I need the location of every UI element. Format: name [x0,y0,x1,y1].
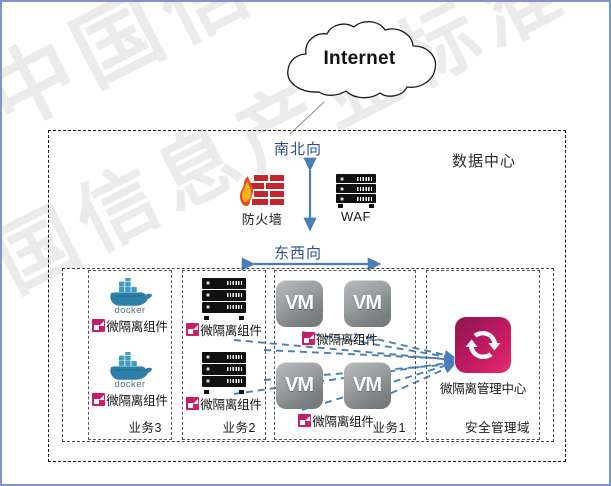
waf-label: WAF [341,209,371,224]
vm-component-label-2: 微隔离组件 [288,411,384,430]
component-label-row: 微隔离组件 [288,411,384,430]
micro-isolation-badge-icon [92,393,106,406]
component-label-row: 微隔离组件 [292,329,388,348]
internet-cloud: Internet [272,20,447,105]
component-label: 微隔离组件 [106,320,168,334]
group-business-3-label: 业务3 [128,421,162,435]
micro-isolation-badge-icon [92,319,106,332]
management-center-node: 微隔离管理中心 [426,317,540,397]
flame-icon [240,176,253,206]
component-label: 微隔离组件 [312,415,374,429]
server-rack-icon [202,352,246,394]
vm-component-label-1: 微隔离组件 [292,329,388,348]
vm-tile-icon: VM [275,280,323,327]
vm-tile-icon: VM [275,362,323,409]
firewall-brick-flame-icon [239,174,285,208]
waf-node: WAF [327,174,385,224]
vm-label: VM [285,292,314,314]
server-node-2: 微隔离组件 [184,352,264,413]
datacenter-title: 数据中心 [452,153,517,170]
micro-isolation-badge-icon [302,332,316,345]
vm-node-4: VM [342,362,392,409]
vm-label: VM [285,374,314,396]
component-label: 微隔离组件 [316,333,378,347]
vm-label: VM [353,374,382,396]
east-west-label: 东西向 [274,245,323,262]
server-rack-icon [202,278,246,320]
firewall-node: 防火墙 [230,174,294,228]
server-node-1: 微隔离组件 [184,278,264,339]
vm-node-1: VM [274,280,324,327]
group-business-1-label: 业务1 [372,421,406,435]
vm-node-2: VM [342,280,392,327]
vm-tile-icon: VM [343,280,391,327]
firewall-label: 防火墙 [241,212,283,227]
micro-isolation-badge-icon [186,397,200,410]
component-label-row: 微隔离组件 [90,390,170,409]
component-label-row: 微隔离组件 [184,394,264,413]
micro-isolation-badge-icon [186,323,200,336]
component-label-row: 微隔离组件 [90,316,170,335]
docker-whale-icon [107,276,153,308]
component-label: 微隔离组件 [200,324,262,338]
management-center-label: 微隔离管理中心 [439,382,527,396]
server-rack-icon [336,174,376,208]
component-label: 微隔离组件 [200,398,262,412]
docker-wordmark: docker [114,379,146,390]
vm-tile-icon: VM [343,362,391,409]
vm-label: VM [353,292,382,314]
cloud-icon [287,21,437,99]
vm-node-3: VM [274,362,324,409]
north-south-label: 南北向 [274,141,323,158]
docker-node-1: docker 微隔离组件 [90,276,170,335]
micro-isolation-badge-icon [298,414,312,427]
docker-node-2: docker 微隔离组件 [90,350,170,409]
group-business-3: 业务3 [88,270,172,440]
group-business-2-label: 业务2 [222,421,256,435]
component-label: 微隔离组件 [106,394,168,408]
sync-arrows-icon [455,317,511,373]
docker-wordmark: docker [114,305,146,316]
security-domain-label: 安全管理域 [464,421,530,435]
cloud-label: Internet [323,48,396,69]
docker-whale-icon [107,350,153,382]
component-label-row: 微隔离组件 [184,320,264,339]
